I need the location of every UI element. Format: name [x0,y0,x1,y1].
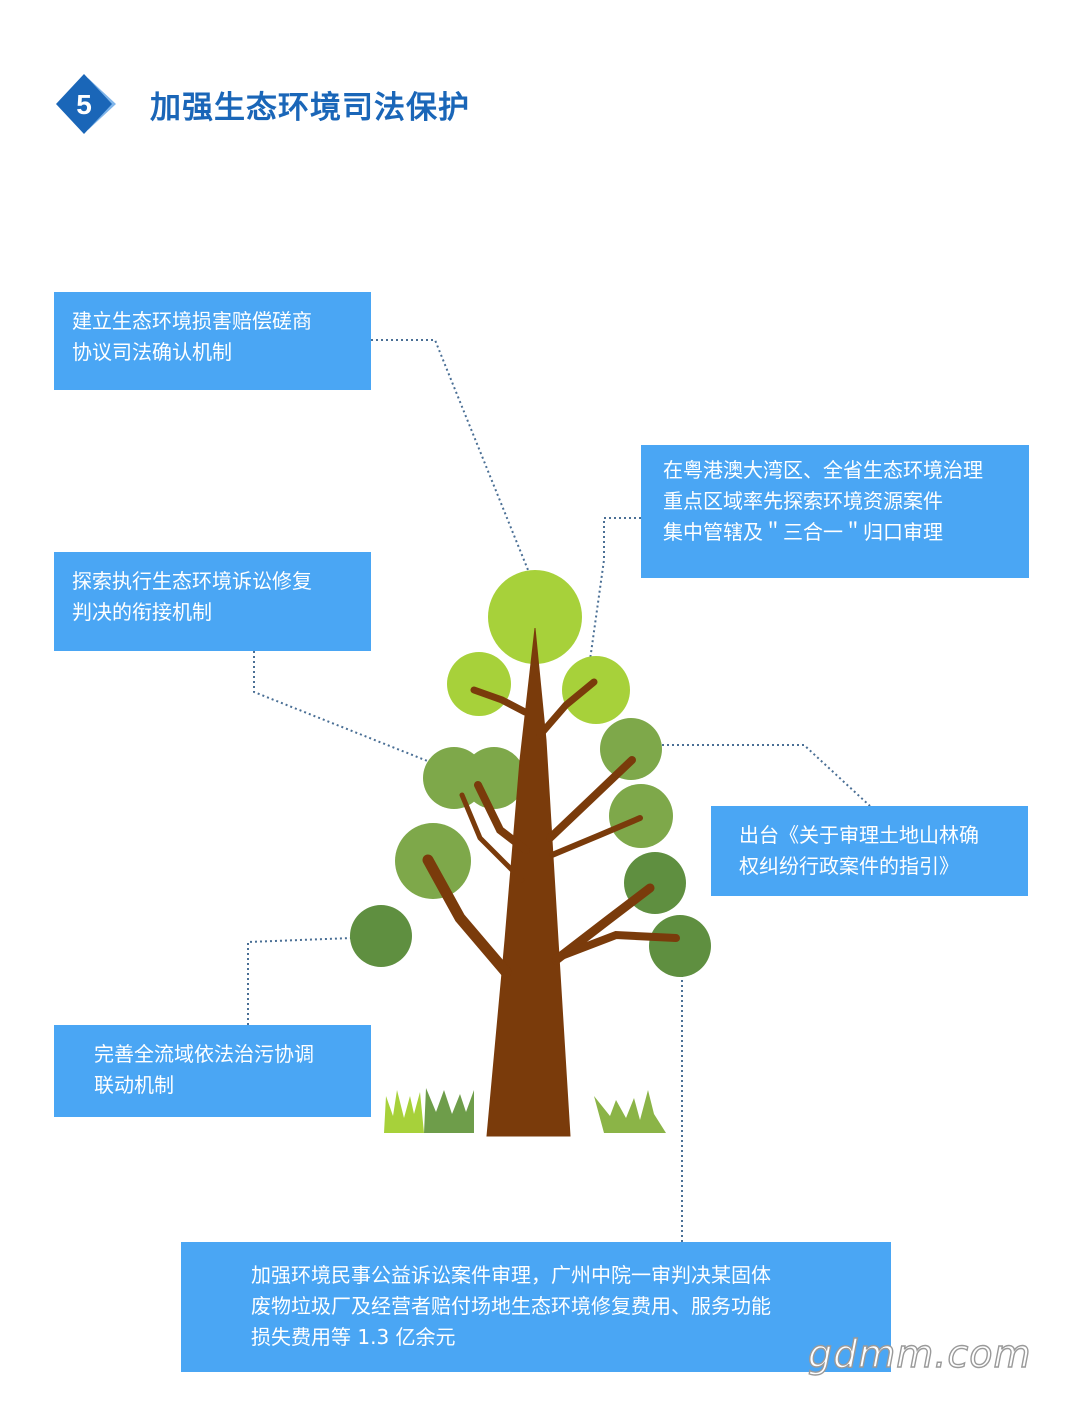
measure-box-3: 在粤港澳大湾区、全省生态环境治理 重点区域率先探索环境资源案件 集中管辖及＂三合… [641,445,1029,578]
tree-trunk [422,627,680,1137]
measure-box-6: 加强环境民事公益诉讼案件审理，广州中院一审判决某固体 废物垃圾厂及经营者赔付场地… [181,1242,891,1372]
measure-box-5: 完善全流域依法治污协调 联动机制 [54,1025,371,1117]
connector-b2 [253,651,431,763]
number-badge: 5 [56,74,116,134]
leaf-circle [600,718,662,780]
grass-right [594,1090,666,1133]
box-line: 废物垃圾厂及经营者赔付场地生态环境修复费用、服务功能 [251,1294,771,1318]
box-line: 权纠纷行政案件的指引》 [739,854,959,878]
measure-box-2: 探索执行生态环境诉讼修复 判决的衔接机制 [54,552,371,651]
connector-b4 [662,744,871,807]
measure-box-4: 出台《关于审理土地山林确 权纠纷行政案件的指引》 [711,806,1028,896]
box-line: 完善全流域依法治污协调 [94,1042,314,1066]
badge-diamond [56,74,112,134]
section-title: 加强生态环境司法保护 [150,90,470,126]
box-line: 损失费用等 1.3 亿余元 [251,1325,456,1349]
box-line: 集中管辖及＂三合一＂归口审理 [663,520,943,544]
box-line: 协议司法确认机制 [72,340,232,364]
measure-box-1: 建立生态环境损害赔偿磋商 协议司法确认机制 [54,292,371,390]
leaf-circle [447,652,511,716]
connector-b3 [589,517,641,661]
leaf-circle [562,656,630,724]
box-line: 探索执行生态环境诉讼修复 [72,569,312,593]
connector-b1 [371,339,529,571]
leaf-circle [649,915,711,977]
leaf-circle [488,570,582,664]
box-line: 建立生态环境损害赔偿磋商 [72,309,312,333]
box-line: 在粤港澳大湾区、全省生态环境治理 [663,458,983,482]
badge-number: 5 [76,89,92,120]
connector-b5 [247,937,353,1025]
watermark: gdmm.com [807,1331,1032,1376]
leaf-circle [463,747,525,809]
box-line: 联动机制 [94,1073,174,1097]
box-line: 重点区域率先探索环境资源案件 [663,489,943,513]
box-line: 加强环境民事公益诉讼案件审理，广州中院一审判决某固体 [251,1263,771,1287]
leaf-circle [350,905,412,967]
box-line: 出台《关于审理土地山林确 [739,823,979,847]
box-line: 判决的衔接机制 [72,600,212,624]
grass-left [384,1088,474,1133]
